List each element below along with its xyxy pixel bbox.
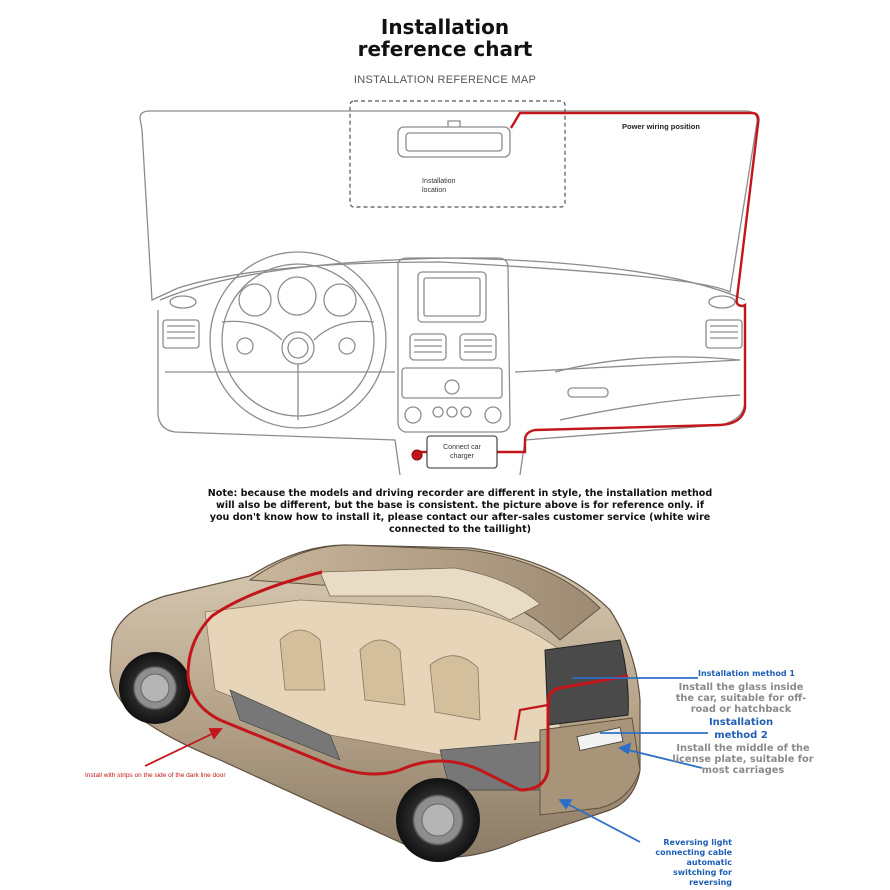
door-strip-label: Install with strips on the side of the d…	[85, 772, 226, 779]
vent-left-round	[169, 295, 197, 309]
gauge-center	[277, 276, 317, 316]
charger-callout	[426, 435, 498, 469]
power-wiring-label: Power wiring position	[622, 122, 700, 131]
center-screen	[417, 271, 487, 323]
installation-note: Note: because the models and driving rec…	[207, 488, 713, 535]
glovebox	[554, 356, 741, 421]
charger-socket	[411, 449, 423, 461]
radio-unit	[401, 367, 503, 399]
steering-wheel-outer	[209, 251, 387, 429]
page-title: Installation reference chart	[0, 16, 890, 60]
center-console	[397, 257, 511, 433]
gauge-left	[238, 283, 272, 317]
red-arrow	[144, 728, 223, 767]
power-wire	[420, 111, 760, 454]
vent-right-round	[708, 295, 736, 309]
method1-description: Install the glass inside the car, suitab…	[675, 682, 807, 715]
reversing-light-label: Reversing light connecting cable automat…	[655, 838, 732, 887]
vent-left	[162, 319, 200, 349]
rearview-mirror	[397, 126, 511, 158]
steering-spokes	[221, 320, 375, 420]
door-handle-right	[567, 387, 609, 398]
page-subtitle: INSTALLATION REFERENCE MAP	[353, 74, 537, 86]
charger-label: Connect car charger	[443, 444, 481, 460]
title-text: Installation reference chart	[357, 15, 533, 61]
method1-title: Installation method 1	[698, 669, 795, 678]
dash-lower-line	[165, 359, 741, 373]
center-vent-right	[459, 333, 497, 361]
install-location-label: Installation location	[422, 178, 456, 194]
sunroof	[319, 567, 541, 621]
windshield-outline	[139, 110, 758, 301]
dashboard-diagram	[139, 100, 760, 476]
callout-arrows	[558, 677, 708, 843]
install-location-box	[349, 100, 566, 208]
gauge-right	[323, 283, 357, 317]
door-strip-wire	[186, 570, 629, 792]
method2-description: Install the middle of the license plate,…	[672, 743, 814, 776]
method2-title: Installation method 2	[708, 717, 774, 741]
rear-glass-wire	[513, 703, 549, 741]
vent-right	[705, 319, 743, 349]
seats	[279, 629, 481, 721]
center-vent-left	[409, 333, 447, 361]
